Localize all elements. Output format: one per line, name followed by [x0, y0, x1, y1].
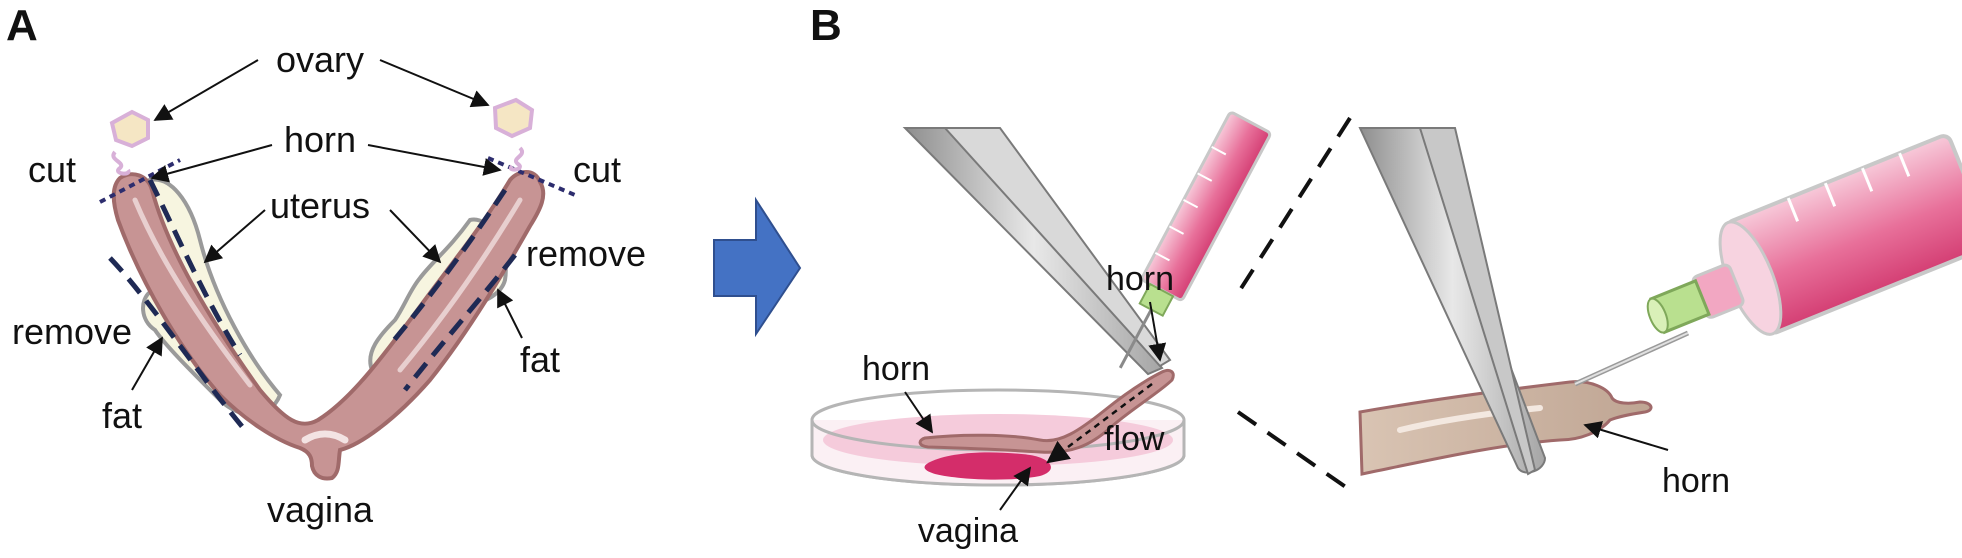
- label-vagina-dish: vagina: [918, 512, 1018, 550]
- uterus-body-highlight: [301, 430, 349, 444]
- remove-line-right-outer: [403, 253, 517, 392]
- label-fat-left: fat: [102, 395, 142, 436]
- panel-a-letter: A: [6, 1, 38, 50]
- syringe-icon: [1118, 111, 1272, 369]
- uterus-highlight-right: [397, 197, 523, 373]
- panel-a: A: [6, 1, 646, 530]
- label-ovary: ovary: [276, 39, 364, 80]
- zoom-line-bottom: [1236, 410, 1352, 492]
- label-flow: flow: [1104, 420, 1165, 458]
- panel-b: B: [810, 1, 1962, 550]
- ovary-arrow-right: [379, 59, 490, 108]
- uterus-arrow-left: [203, 209, 266, 264]
- right-arrow-icon: [713, 196, 802, 338]
- label-vagina: vagina: [267, 489, 374, 530]
- uterus-highlight-left: [132, 197, 253, 388]
- remove-line-right-inner: [388, 188, 508, 347]
- fat-arrow-left: [131, 336, 163, 391]
- uterus-in-dish: [918, 368, 1175, 454]
- cut-line-left: [99, 158, 181, 204]
- label-uterus: uterus: [270, 185, 370, 226]
- vagina-arrow: [999, 466, 1032, 511]
- ovary-left-icon: [109, 109, 150, 176]
- horn-arrow-right: [367, 144, 502, 176]
- horn-arrow-left: [150, 144, 273, 183]
- label-horn-syringe: horn: [1106, 260, 1174, 298]
- fat-arrow-right: [497, 288, 523, 339]
- forceps-zoom: [1358, 127, 1547, 474]
- horn-arrow-zoom: [1583, 421, 1669, 451]
- horn-arrow-syringe: [1148, 301, 1167, 362]
- label-fat-right: fat: [520, 339, 560, 380]
- label-horn-dish: horn: [862, 350, 930, 388]
- horn-arrow-dish: [904, 391, 934, 434]
- remove-line-left-outer: [108, 256, 247, 432]
- forceps-icon: [902, 127, 1172, 376]
- label-horn: horn: [284, 119, 356, 160]
- uterus-arrow-right: [389, 209, 442, 264]
- ovary-arrow-left: [153, 59, 259, 121]
- label-remove-left: remove: [12, 311, 132, 352]
- label-remove-right: remove: [526, 233, 646, 274]
- label-horn-zoom: horn: [1662, 462, 1730, 500]
- syringe-zoom: [1646, 134, 1962, 336]
- label-cut-left: cut: [28, 149, 76, 190]
- label-cut-right: cut: [573, 149, 621, 190]
- ovary-right-icon: [492, 97, 535, 172]
- cut-line-right: [487, 156, 576, 197]
- remove-line-left-inner: [147, 178, 243, 357]
- zoom-inset: horn: [1358, 127, 1962, 500]
- panel-b-letter: B: [810, 1, 842, 50]
